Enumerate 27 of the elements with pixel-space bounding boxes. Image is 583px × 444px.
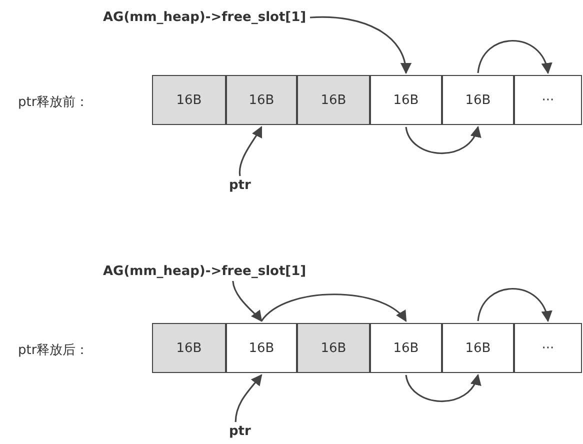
memory-slot: 16B (370, 75, 442, 125)
pointer-label: ptr (229, 424, 251, 439)
memory-slot: 16B (226, 323, 297, 373)
pointer-label: ptr (229, 178, 251, 193)
memory-slot: 16B (442, 323, 514, 373)
row-label: ptr释放前： (18, 94, 89, 111)
memory-slot: 16B (370, 323, 442, 373)
memory-slot: ··· (514, 75, 582, 125)
arrow (234, 374, 262, 422)
memory-slot: 16B (297, 323, 370, 373)
arrow (310, 16, 411, 74)
arrow (232, 280, 262, 322)
memory-slot: 16B (152, 75, 226, 125)
pointer-label: AG(mm_heap)->free_slot[1] (103, 264, 306, 279)
pointer-label: AG(mm_heap)->free_slot[1] (103, 10, 306, 25)
memory-slot: 16B (226, 75, 297, 125)
arrow (260, 294, 407, 322)
memory-slot: 16B (152, 323, 226, 373)
memory-slot: ··· (514, 323, 582, 373)
arrow (405, 374, 480, 402)
memory-slot: 16B (442, 75, 514, 125)
memory-slot: 16B (297, 75, 370, 125)
arrow (477, 288, 552, 322)
arrow (405, 126, 480, 154)
arrow (238, 126, 262, 176)
row-label: ptr释放后： (18, 342, 89, 359)
arrow (477, 40, 552, 74)
